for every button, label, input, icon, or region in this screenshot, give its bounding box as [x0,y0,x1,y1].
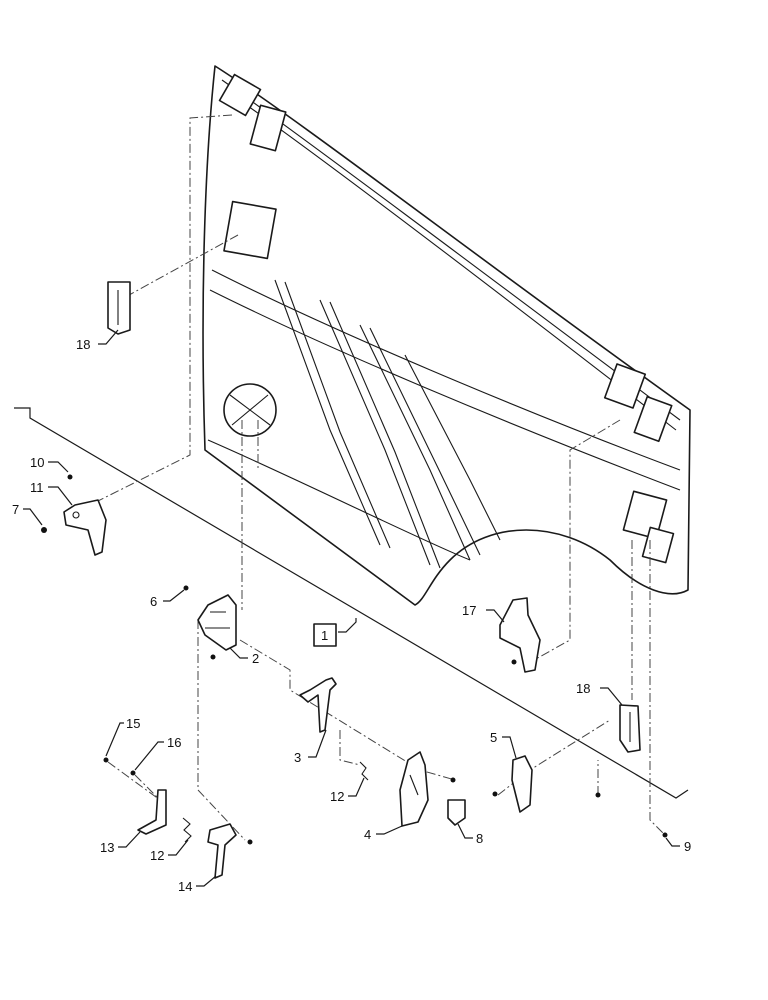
latch-bracket-2 [197,594,237,651]
bracket-17 [499,597,541,673]
mount-boss-right-low [622,490,675,564]
nut-4 [450,777,456,783]
bracket-13 [137,789,167,835]
callout-18-left: 18 [76,337,90,352]
callout-7: 7 [12,502,19,517]
callout-11: 11 [30,480,44,495]
mount-boss-top [218,73,287,152]
lever-14 [207,823,237,879]
latch-rod-3 [299,677,337,733]
mount-boss-right-top [603,363,673,443]
callout-3: 3 [294,750,301,765]
callout-2: 2 [252,651,259,666]
callout-16: 16 [167,735,181,750]
callout-10: 10 [30,455,44,470]
nut-5 [492,791,498,797]
callout-18-right: 18 [576,681,590,696]
mount-boss-low [223,383,277,437]
nut-7 [41,527,47,533]
reference-line [14,407,689,799]
callout-12-mid: 12 [330,789,344,804]
bracket-18-left [107,281,131,335]
callout-5: 5 [490,730,497,745]
mount-boss-mid [223,200,277,260]
pin-15 [103,757,109,763]
nut-2 [210,654,216,660]
bolt-6 [183,585,189,591]
washer-10 [67,474,73,480]
bracket-18-right [619,704,641,753]
callout-14: 14 [178,879,192,894]
callout-12-low: 12 [150,848,164,863]
callout-4: 4 [364,827,371,842]
spring-12-mid [359,761,369,781]
callout-9: 9 [684,839,691,854]
bolt-9 [662,832,668,838]
pad-8 [447,799,466,826]
callout-15: 15 [126,716,140,731]
striker-4 [399,751,429,827]
callout-17: 17 [462,603,476,618]
callout-8: 8 [476,831,483,846]
callout-1: 1 [321,628,328,643]
callout-box-1 [313,623,337,647]
nut-18-right [595,792,601,798]
nut-17 [511,659,517,665]
spring-12-low [182,817,192,843]
bracket-11 [63,499,107,556]
callout-13: 13 [100,840,114,855]
callout-leaders [23,329,680,887]
washer-16 [130,770,136,776]
nut-14 [247,839,253,845]
callout-6: 6 [150,594,157,609]
hood-panel [202,65,691,606]
bracket-5 [511,755,533,813]
